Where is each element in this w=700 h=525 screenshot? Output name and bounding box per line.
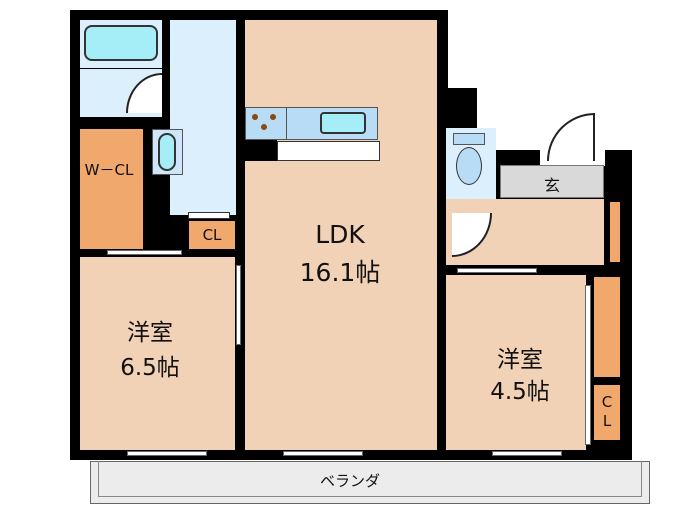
closet-doors[interactable] [585,285,591,445]
window[interactable] [492,451,562,456]
corridor [170,20,236,215]
western-room-right [446,275,586,450]
window[interactable] [283,451,363,456]
burner-icon [252,114,258,120]
closet-right [594,385,620,440]
kitchen-sink [320,112,366,134]
sliding-door[interactable] [107,250,182,255]
bathtub [84,25,158,61]
sliding-door[interactable] [457,268,537,273]
burner-icon [261,124,267,130]
western-room-right-size: 4.5帖 [490,379,550,405]
balcony-inner [98,461,642,497]
kitchen-counter [277,141,380,161]
western-room-left [80,257,235,450]
western-room-left-size: 6.5帖 [120,355,180,381]
shoe-closet [610,202,620,262]
entrance [500,165,604,198]
closet-center-label: CL [202,226,222,244]
kitchen-pillar [245,140,277,161]
shelf [188,212,230,219]
toilet-icon [456,147,482,185]
washbasin [158,133,176,171]
closet-center [189,221,235,249]
ldk-name: LDK [315,220,365,249]
walk-in-closet-label: W－CL [84,161,134,179]
western-room-left-name: 洋室 [127,320,173,346]
ldk-size: 16.1帖 [299,258,381,287]
toilet-tank [453,133,485,145]
window[interactable] [127,451,207,456]
entrance-label: 玄 [543,176,560,195]
closet-right-label: C L [601,393,613,430]
ldk-room [245,20,437,450]
balcony-label: ベランダ [319,472,380,490]
sliding-door[interactable] [236,265,241,345]
western-room-right-name: 洋室 [497,347,543,373]
walk-in-closet [80,129,143,249]
kitchen-stove [245,107,287,140]
burner-icon [270,114,276,120]
closet-right-upper [594,277,620,377]
